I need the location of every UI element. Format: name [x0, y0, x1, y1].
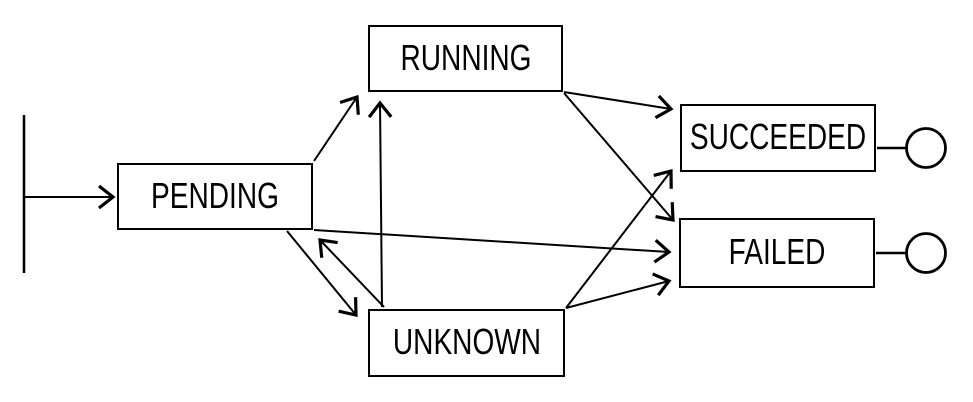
state-label-running: RUNNING	[399, 36, 532, 78]
end-state-circle-succeeded	[905, 127, 947, 169]
state-label-succeeded: SUCCEEDED	[689, 116, 867, 157]
transition-arrow-unknown-pending	[318, 238, 385, 308]
transition-arrow-pending-running	[313, 94, 360, 162]
transition-arrow-unknown-failed	[565, 272, 672, 309]
state-label-unknown: UNKNOWN	[392, 321, 541, 362]
state-node-succeeded: SUCCEEDED	[680, 104, 876, 172]
state-label-failed: FAILED	[728, 231, 826, 272]
state-label-pending: PENDING	[151, 174, 279, 216]
transition-arrow-running-succeeded	[563, 91, 674, 120]
state-node-unknown: UNKNOWN	[368, 309, 565, 377]
transition-arrow-running-failed	[563, 92, 675, 222]
transition-arrow-pending-failed	[313, 229, 672, 264]
state-node-running: RUNNING	[368, 25, 563, 92]
transition-arrow-unknown-running	[367, 100, 393, 308]
transition-arrow-unknown-succeeded	[565, 168, 673, 309]
state-node-failed: FAILED	[679, 218, 875, 288]
state-node-pending: PENDING	[117, 163, 313, 230]
transition-arrow-pending-unknown	[286, 230, 358, 318]
end-state-circle-failed	[905, 232, 947, 274]
